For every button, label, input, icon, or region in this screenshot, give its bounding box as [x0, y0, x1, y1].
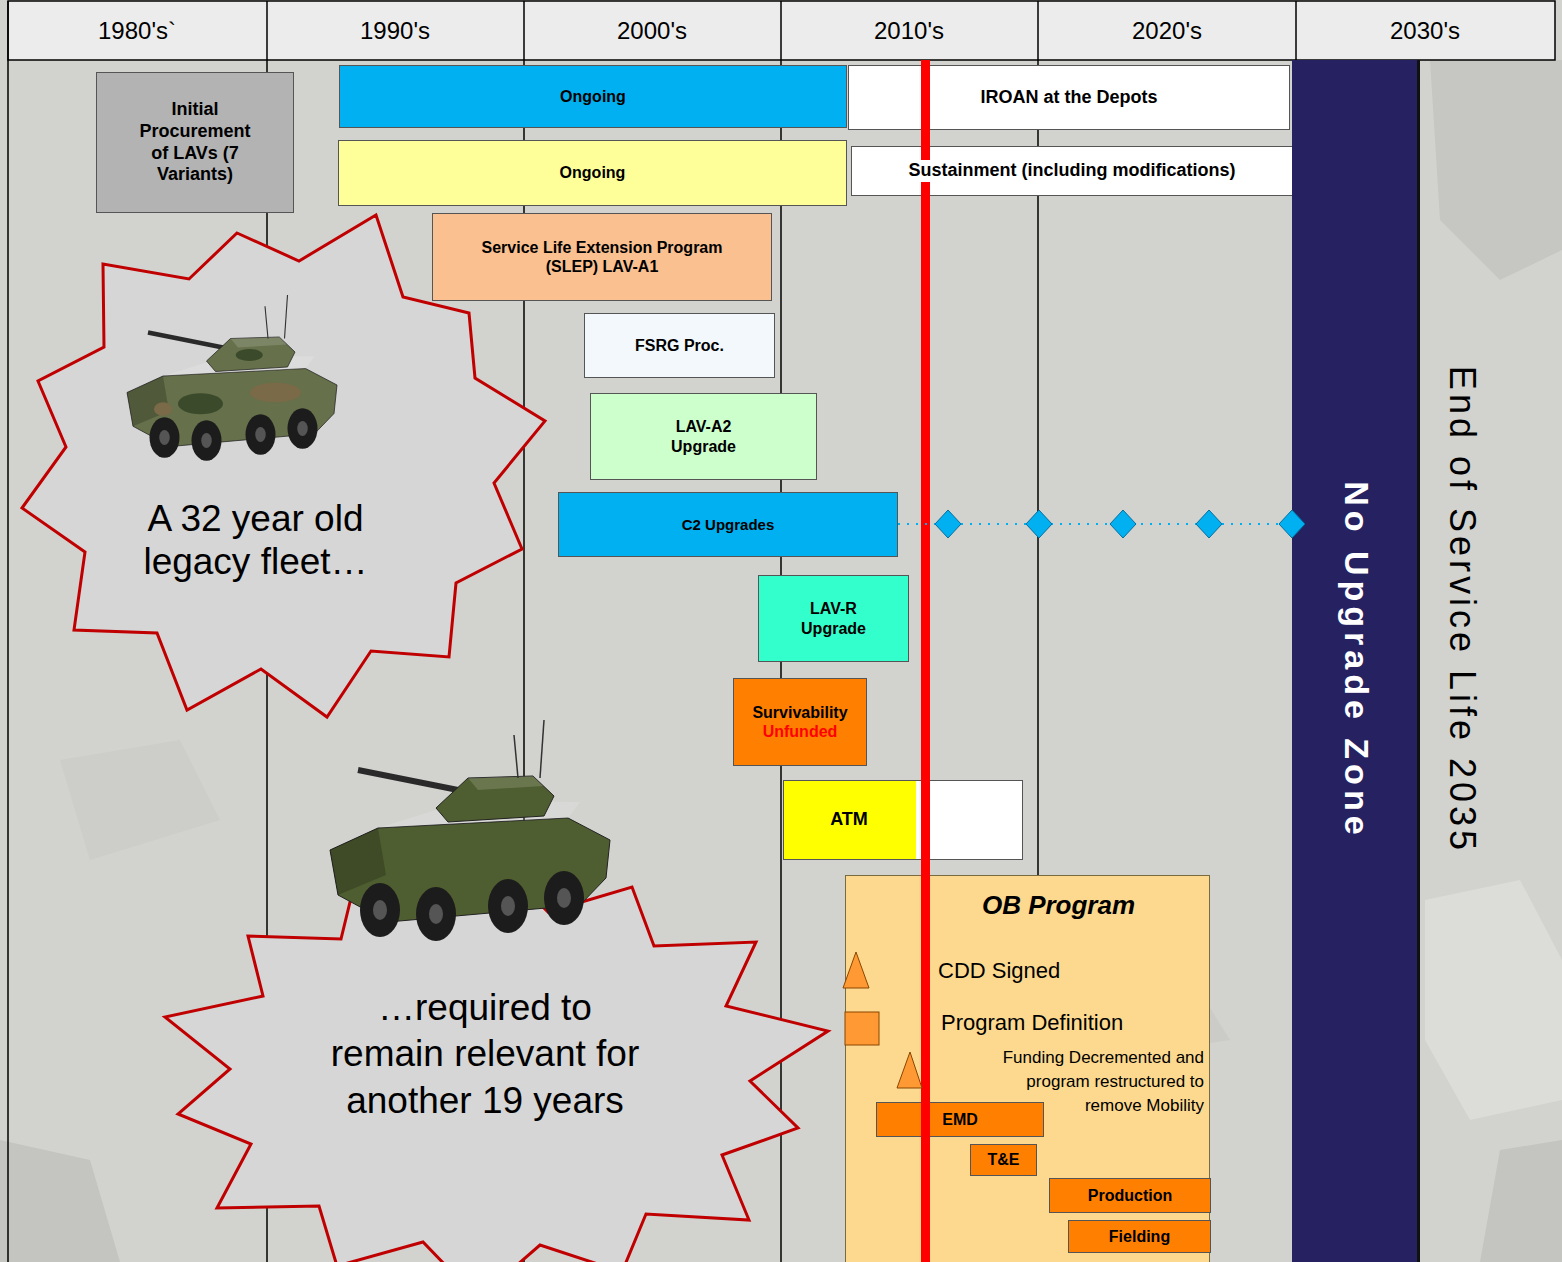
grid-line: [1295, 1, 1297, 60]
phase-bar: Production: [1049, 1178, 1211, 1213]
timeline-bar: C2 Upgrades: [558, 492, 898, 557]
callout-text: A 32 year old legacy fleet…: [133, 498, 378, 583]
bar-label: LAV-R Upgrade: [789, 599, 879, 637]
timeline-bar: IROAN at the Depots: [848, 65, 1290, 130]
camo-patch: [1425, 880, 1562, 1120]
timeline-bar: FSRG Proc.: [584, 313, 775, 378]
milestone-diamond: [935, 510, 961, 538]
no-upgrade-band: No Upgrade Zone: [1292, 60, 1420, 1262]
starburst-callout: …required to remain relevant for another…: [140, 840, 840, 1262]
bar-label: ATM: [828, 809, 870, 831]
bar-label: Service Life Extension Program (SLEP) LA…: [472, 238, 732, 276]
bar-label: Sustainment (including modifications): [906, 160, 1237, 182]
bar-label: EMD: [940, 1110, 980, 1129]
bar-label: Production: [1086, 1186, 1174, 1205]
timeline-bar: ATM: [783, 780, 1023, 860]
bar-label: T&E: [986, 1150, 1022, 1169]
box-text: OB Program: [936, 890, 1181, 921]
program-box: OB ProgramCDD SignedProgram DefinitionFu…: [845, 875, 1210, 1262]
end-of-life-note: End of Service Life 2035: [1441, 366, 1483, 854]
callout-text: …required to remain relevant for another…: [325, 985, 645, 1124]
decade-header: 2000's: [617, 17, 687, 45]
c2-continuation-line: [898, 523, 1292, 525]
bar-label: Fielding: [1107, 1227, 1172, 1246]
box-text: No Upgrade Zone: [1336, 481, 1377, 839]
bar-label: C2 Upgrades: [680, 516, 777, 534]
camo-patch: [1430, 60, 1562, 280]
bar-label: Ongoing: [558, 87, 628, 106]
decade-header: 1980's`: [98, 17, 176, 45]
decade-header: 2030's: [1390, 17, 1460, 45]
box-text: Funding Decremented and program restruct…: [989, 1046, 1204, 1118]
bar-label: Initial Procurement of LAVs (7 Variants): [130, 99, 260, 185]
bar-label: Survivability: [750, 703, 849, 722]
camo-patch: [1480, 1140, 1562, 1262]
starburst-shape: [165, 854, 828, 1262]
decade-header: 1990's: [360, 17, 430, 45]
camo-patch: [60, 740, 220, 860]
bar-label: IROAN at the Depots: [978, 87, 1159, 109]
milestone-diamond: [1026, 510, 1052, 538]
starburst-shape: [22, 215, 545, 717]
phase-bar: Fielding: [1068, 1220, 1211, 1253]
decade-header: 2010's: [874, 17, 944, 45]
timeline-bar: Service Life Extension Program (SLEP) LA…: [432, 213, 772, 301]
bar-label: Unfunded: [761, 722, 840, 741]
procurement-box: Initial Procurement of LAVs (7 Variants): [96, 72, 294, 213]
decade-header: 2020's: [1132, 17, 1202, 45]
timeline-bar: Sustainment (including modifications): [851, 146, 1293, 196]
box-text: Program Definition: [941, 1010, 1123, 1036]
timeline-bar: SurvivabilityUnfunded: [733, 678, 867, 766]
box-text: CDD Signed: [938, 958, 1060, 984]
camo-patch: [0, 1140, 120, 1262]
milestone-diamond: [1196, 510, 1222, 538]
phase-bar: EMD: [876, 1102, 1044, 1137]
phase-bar: T&E: [970, 1144, 1037, 1176]
bar-label: Ongoing: [558, 163, 628, 182]
timeline-bar: Ongoing: [339, 65, 847, 128]
bar-label: FSRG Proc.: [633, 336, 726, 355]
milestone-diamond: [1110, 510, 1136, 538]
timeline-bar: Ongoing: [338, 140, 847, 206]
bar-label: LAV-A2 Upgrade: [659, 417, 749, 455]
timeline-bar: LAV-R Upgrade: [758, 575, 909, 662]
grid-line: [7, 1, 9, 1262]
timeline-bar: LAV-A2 Upgrade: [590, 393, 817, 480]
